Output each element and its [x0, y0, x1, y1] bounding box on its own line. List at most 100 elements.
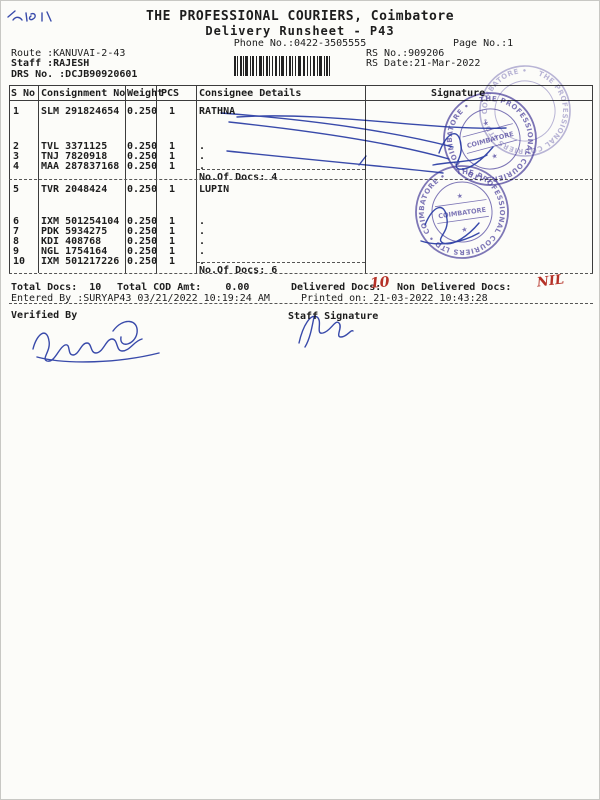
cell-consignment: TVR 2048424	[41, 184, 108, 195]
table-row: 6 IXM 501254104 0.250 1 .	[1, 216, 599, 228]
col-header-consignee: Consignee Details	[199, 88, 302, 99]
cell-weight: 0.250	[127, 256, 158, 267]
cell-pcs: 1	[169, 216, 176, 227]
cell-consignee: .	[199, 256, 206, 267]
non-delivered-docs-label: Non Delivered Docs:	[397, 282, 512, 293]
cell-sno: 1	[13, 106, 20, 117]
col-header-weight: Weight	[127, 88, 164, 99]
cell-sno: 7	[13, 226, 20, 237]
col-header-sno: S No	[11, 88, 36, 99]
cell-pcs: 1	[169, 151, 176, 162]
cell-weight: 0.250	[127, 226, 158, 237]
table-row: 5 TVR 2048424 0.250 1 LUPIN	[1, 184, 599, 196]
table-row: 8 KDI 408768 0.250 1 .	[1, 236, 599, 248]
cell-weight: 0.250	[127, 106, 158, 117]
cell-weight: 0.250	[127, 161, 158, 172]
staff-name: Staff :RAJESH	[11, 58, 90, 69]
entered-by: Entered By :SURYAP43 03/21/2022 10:19:24…	[11, 293, 270, 304]
cell-weight: 0.250	[127, 246, 158, 257]
table-row: 9 NGL 1754164 0.250 1 .	[1, 246, 599, 258]
group2-docs-count: No.Of Docs: 6	[197, 262, 365, 276]
route-label: Route :KANUVAI-2-43	[11, 48, 126, 59]
delivered-docs-handwritten-value: 10	[369, 274, 391, 292]
staff-signature-label: Staff Signature	[288, 311, 379, 322]
printed-on: Printed on: 21-03-2022 10:43:28	[301, 293, 488, 304]
cell-consignee: .	[199, 161, 206, 172]
cell-sno: 4	[13, 161, 20, 172]
document-title: Delivery Runsheet - P43	[205, 24, 395, 38]
cell-pcs: 1	[169, 161, 176, 172]
cell-consignment: KDI 408768	[41, 236, 102, 247]
cell-consignee: RATHNA	[199, 106, 236, 117]
cell-consignment: MAA 287837168	[41, 161, 120, 172]
non-delivered-docs-handwritten-value: NIL	[536, 272, 565, 291]
group1-separator	[9, 179, 593, 180]
cell-sno: 9	[13, 246, 20, 257]
cell-sno: 8	[13, 236, 20, 247]
svg-text:★: ★	[482, 119, 490, 128]
cell-consignment: SLM 291824654	[41, 106, 120, 117]
total-docs: Total Docs: 10	[11, 282, 102, 293]
cell-pcs: 1	[169, 226, 176, 237]
col-header-consignment: Consignment No	[41, 88, 126, 99]
cell-pcs: 1	[169, 106, 176, 117]
cell-pcs: 1	[169, 141, 176, 152]
group1-docs-count: No.Of Docs: 4	[197, 169, 365, 183]
cell-consignment: TNJ 7820918	[41, 151, 108, 162]
cell-sno: 5	[13, 184, 20, 195]
cell-weight: 0.250	[127, 151, 158, 162]
cell-weight: 0.250	[127, 141, 158, 152]
cell-consignment: IXM 501217226	[41, 256, 120, 267]
cell-consignee: .	[199, 236, 206, 247]
cell-pcs: 1	[169, 184, 176, 195]
table-row: 4 MAA 287837168 0.250 1 .	[1, 161, 599, 173]
cell-sno: 2	[13, 141, 20, 152]
cell-consignee: .	[199, 141, 206, 152]
col-header-signature: Signature	[431, 88, 486, 99]
cell-consignee: .	[199, 216, 206, 227]
cell-weight: 0.250	[127, 236, 158, 247]
rs-date: RS Date:21-Mar-2022	[366, 58, 481, 69]
table-row: 2 TVL 3371125 0.250 1 .	[1, 141, 599, 153]
cell-consignment: IXM 501254104	[41, 216, 120, 227]
cell-consignment: TVL 3371125	[41, 141, 108, 152]
table-row: 7 PDK 5934275 0.250 1 .	[1, 226, 599, 238]
cell-consignee: .	[199, 151, 206, 162]
rs-number: RS No.:909206	[366, 48, 445, 59]
company-name: THE PROFESSIONAL COURIERS, Coimbatore	[145, 9, 455, 24]
verified-by-signature	[32, 332, 143, 362]
page-number: Page No.:1	[453, 38, 514, 49]
svg-text:THE PROFESSIONAL COURIERS LTD: THE PROFESSIONAL COURIERS LTD • COIMBATO…	[436, 85, 544, 193]
cell-pcs: 1	[169, 246, 176, 257]
cell-pcs: 1	[169, 236, 176, 247]
table-bottom-separator	[9, 273, 593, 274]
cell-weight: 0.250	[127, 184, 158, 195]
delivered-docs-label: Delivered Docs:	[291, 282, 382, 293]
table-row: 1 SLM 291824654 0.250 1 RATHNA	[1, 106, 599, 118]
table-header-bottom-line	[9, 100, 593, 101]
cell-consignment: NGL 1754164	[41, 246, 108, 257]
phone-number: Phone No.:0422-3505555	[233, 38, 367, 49]
cell-consignee: .	[199, 246, 206, 257]
cell-sno: 6	[13, 216, 20, 227]
table-row: 3 TNJ 7820918 0.250 1 .	[1, 151, 599, 163]
cell-sno: 10	[13, 256, 26, 267]
cell-consignment: PDK 5934275	[41, 226, 108, 237]
cell-sno: 3	[13, 151, 20, 162]
verified-by-signature	[112, 320, 138, 345]
verified-by-signature	[36, 352, 160, 363]
cell-pcs: 1	[169, 256, 176, 267]
cell-consignee: .	[199, 226, 206, 237]
cell-weight: 0.250	[127, 216, 158, 227]
table-header-row: S No Consignment No Weight PCS Consignee…	[1, 88, 599, 100]
table-row: 10 IXM 501217226 0.250 1 .	[1, 256, 599, 268]
drs-number: DRS No. :DCJB90920601	[11, 69, 138, 80]
cell-consignee: LUPIN	[199, 184, 230, 195]
summary-bottom-separator	[9, 303, 593, 304]
col-header-pcs: PCS	[161, 88, 180, 99]
table-top-line	[9, 85, 593, 86]
drs-barcode	[234, 56, 330, 76]
verified-by-label: Verified By	[11, 310, 78, 321]
